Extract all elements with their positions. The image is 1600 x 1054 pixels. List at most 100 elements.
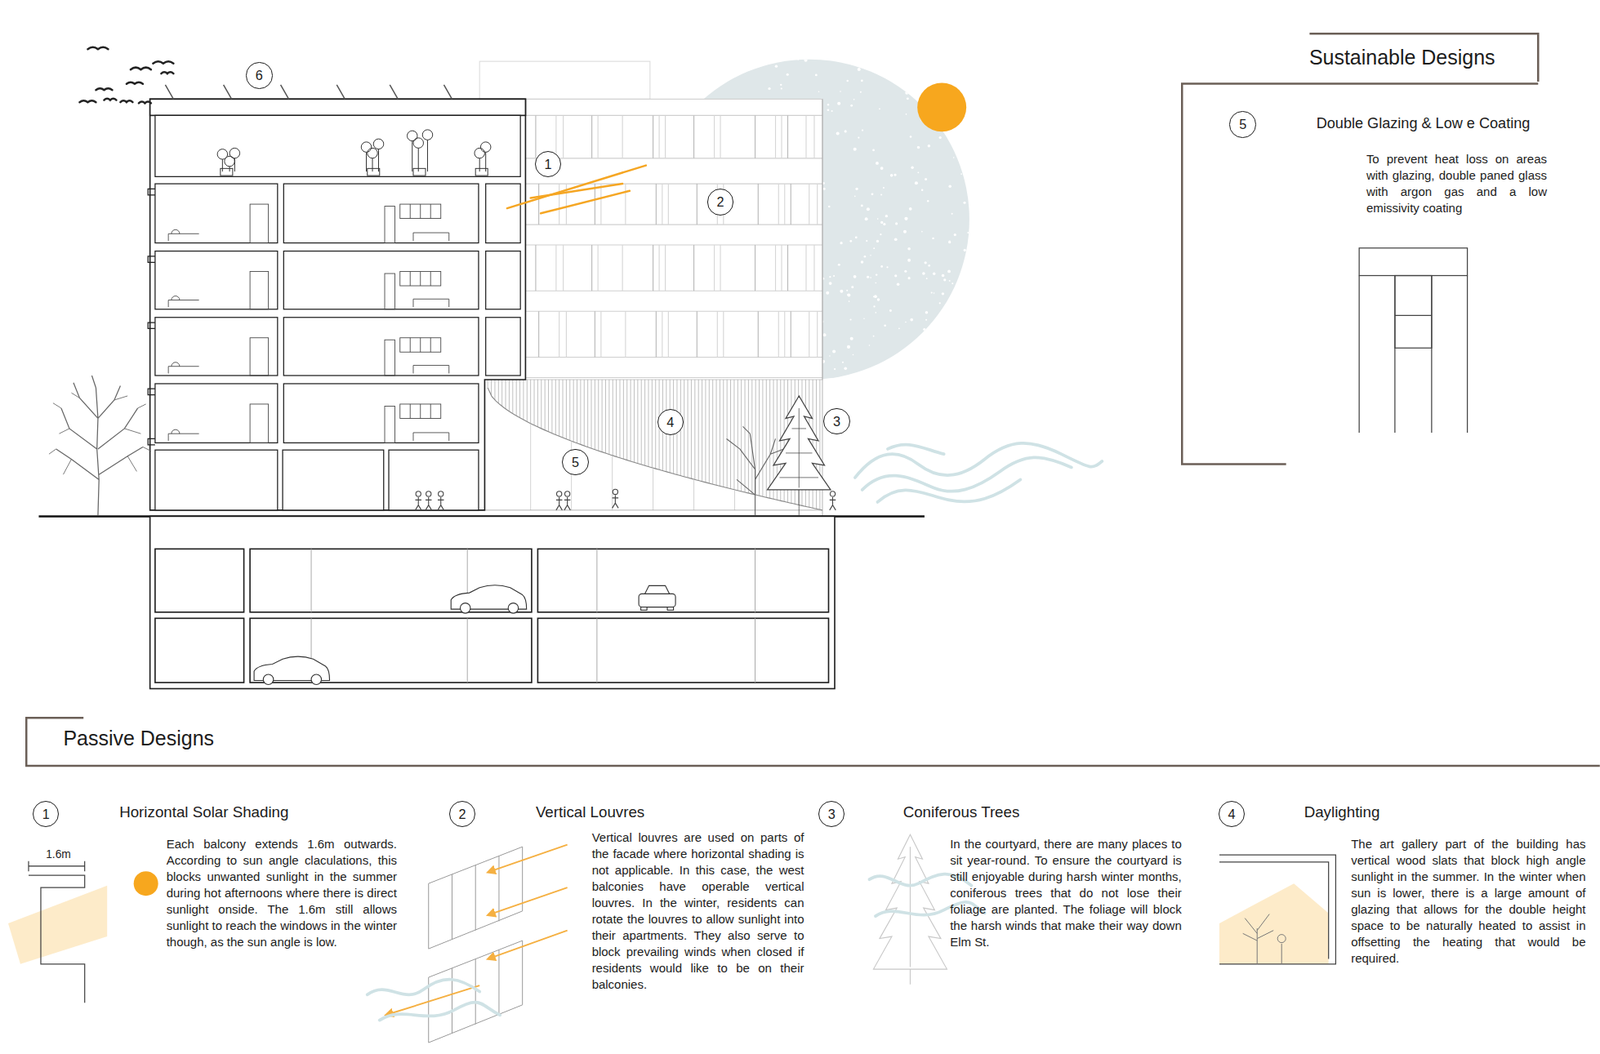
facade-lines: [713, 115, 715, 158]
gallery-wood-slats: [701, 379, 703, 482]
furniture: [400, 204, 442, 219]
callout-text: 4: [1227, 807, 1235, 821]
birds: [79, 47, 174, 104]
snow-dots: [855, 187, 858, 191]
roof-plants: [418, 147, 419, 172]
rooms: [283, 317, 479, 376]
snow-dots: [846, 345, 851, 349]
double-glazing-detail: [1359, 248, 1467, 433]
facade-lines: [719, 245, 721, 291]
snow-dots: [883, 364, 887, 368]
furniture: [384, 405, 395, 443]
snow-dots: [894, 173, 897, 177]
snow-dots: [873, 335, 875, 338]
furniture: [249, 404, 268, 443]
elevation-facade: [479, 61, 651, 99]
snow-dots: [917, 146, 919, 148]
gallery-wood-slats: [744, 379, 746, 493]
snow-dots: [866, 276, 870, 279]
rooms: [147, 388, 156, 395]
snow-dots: [839, 289, 843, 294]
text-holder: To prevent heat loss on areas with glazi…: [1366, 151, 1547, 217]
snow-dots: [931, 292, 933, 295]
callout-text: 5: [571, 455, 580, 469]
snow-dots: [967, 231, 969, 234]
snow-dots: [953, 81, 956, 84]
facade-lines: [808, 183, 810, 225]
facade-lines: [816, 311, 818, 357]
roof-plants: [413, 138, 424, 148]
snow-dots: [951, 213, 954, 215]
furniture: [413, 232, 450, 241]
callout-text: 3: [828, 807, 836, 821]
label-holder: Horizontal Solar Shading: [119, 803, 289, 822]
snow-dots: [941, 292, 945, 295]
facade-lines: [555, 245, 557, 291]
snow-dots: [857, 67, 861, 72]
snow-dots: [831, 110, 834, 112]
rooms: [283, 183, 479, 243]
gallery-wood-slats: [708, 379, 710, 484]
car-front: [641, 607, 647, 611]
snow-dots: [873, 372, 878, 376]
rooms: [147, 188, 156, 195]
callout-text: 1: [42, 807, 50, 821]
snow-dots: [860, 260, 865, 264]
snow-dots: [880, 166, 884, 170]
snow-dots: [880, 221, 883, 224]
facade-lines: [722, 311, 724, 357]
facade-lines: [784, 311, 785, 357]
people: [415, 491, 421, 497]
facade-lines: [696, 311, 698, 357]
roof-plants: [217, 149, 228, 160]
callout-number: 2: [449, 801, 476, 828]
facade-lines: [717, 311, 718, 357]
facade-lines: [566, 311, 567, 357]
deciduous-tree: [49, 392, 152, 475]
snow-dots: [828, 205, 831, 209]
gallery-wood-slats: [526, 379, 528, 422]
snow-dots: [962, 123, 965, 125]
bracket-line: [1181, 33, 1538, 464]
snow-dots: [919, 69, 923, 73]
facade-lines: [757, 311, 759, 357]
gallery-wood-slats: [594, 379, 596, 451]
snow-dots: [966, 82, 969, 85]
roof-plants: [365, 151, 367, 172]
snow-dots: [873, 305, 875, 308]
gallery-wood-slats: [687, 379, 689, 478]
gallery-wood-slats: [762, 379, 763, 497]
design-panel: Passive Designs: [25, 717, 1600, 767]
snow-dots: [833, 368, 836, 370]
roof-plants: [474, 147, 485, 158]
label-holder: Vertical Louvres: [535, 803, 645, 822]
gallery-wood-slats: [522, 379, 524, 420]
double-glazing-detail: [1359, 276, 1467, 433]
people: [438, 491, 444, 497]
design-panel: 5Sustainable DesignsDouble Glazing & Low…: [1181, 32, 1538, 464]
solar-shading-lines: [507, 165, 647, 209]
rooms: [282, 450, 384, 511]
snow-dots: [860, 79, 864, 82]
callout-text: 1: [543, 157, 552, 171]
snow-dots: [917, 146, 920, 149]
basement-parking: [150, 516, 835, 689]
rooms: [147, 256, 156, 263]
facade-lines: [600, 183, 602, 225]
snow-dots: [837, 263, 841, 267]
facade-lines: [624, 183, 626, 225]
furniture: [168, 429, 199, 442]
snow-dots: [914, 181, 919, 185]
snow-dots: [963, 249, 967, 252]
snow-dots: [940, 331, 944, 335]
balcony-section-sketch: [133, 871, 159, 896]
gallery-wood-slats: [612, 379, 614, 456]
callout-number: 1: [32, 801, 59, 828]
people: [414, 497, 421, 511]
facade-lines: [787, 245, 789, 291]
people: [829, 491, 835, 497]
snow-dots: [843, 367, 847, 371]
snow-dots: [917, 171, 919, 174]
snow-dots: [925, 311, 928, 314]
